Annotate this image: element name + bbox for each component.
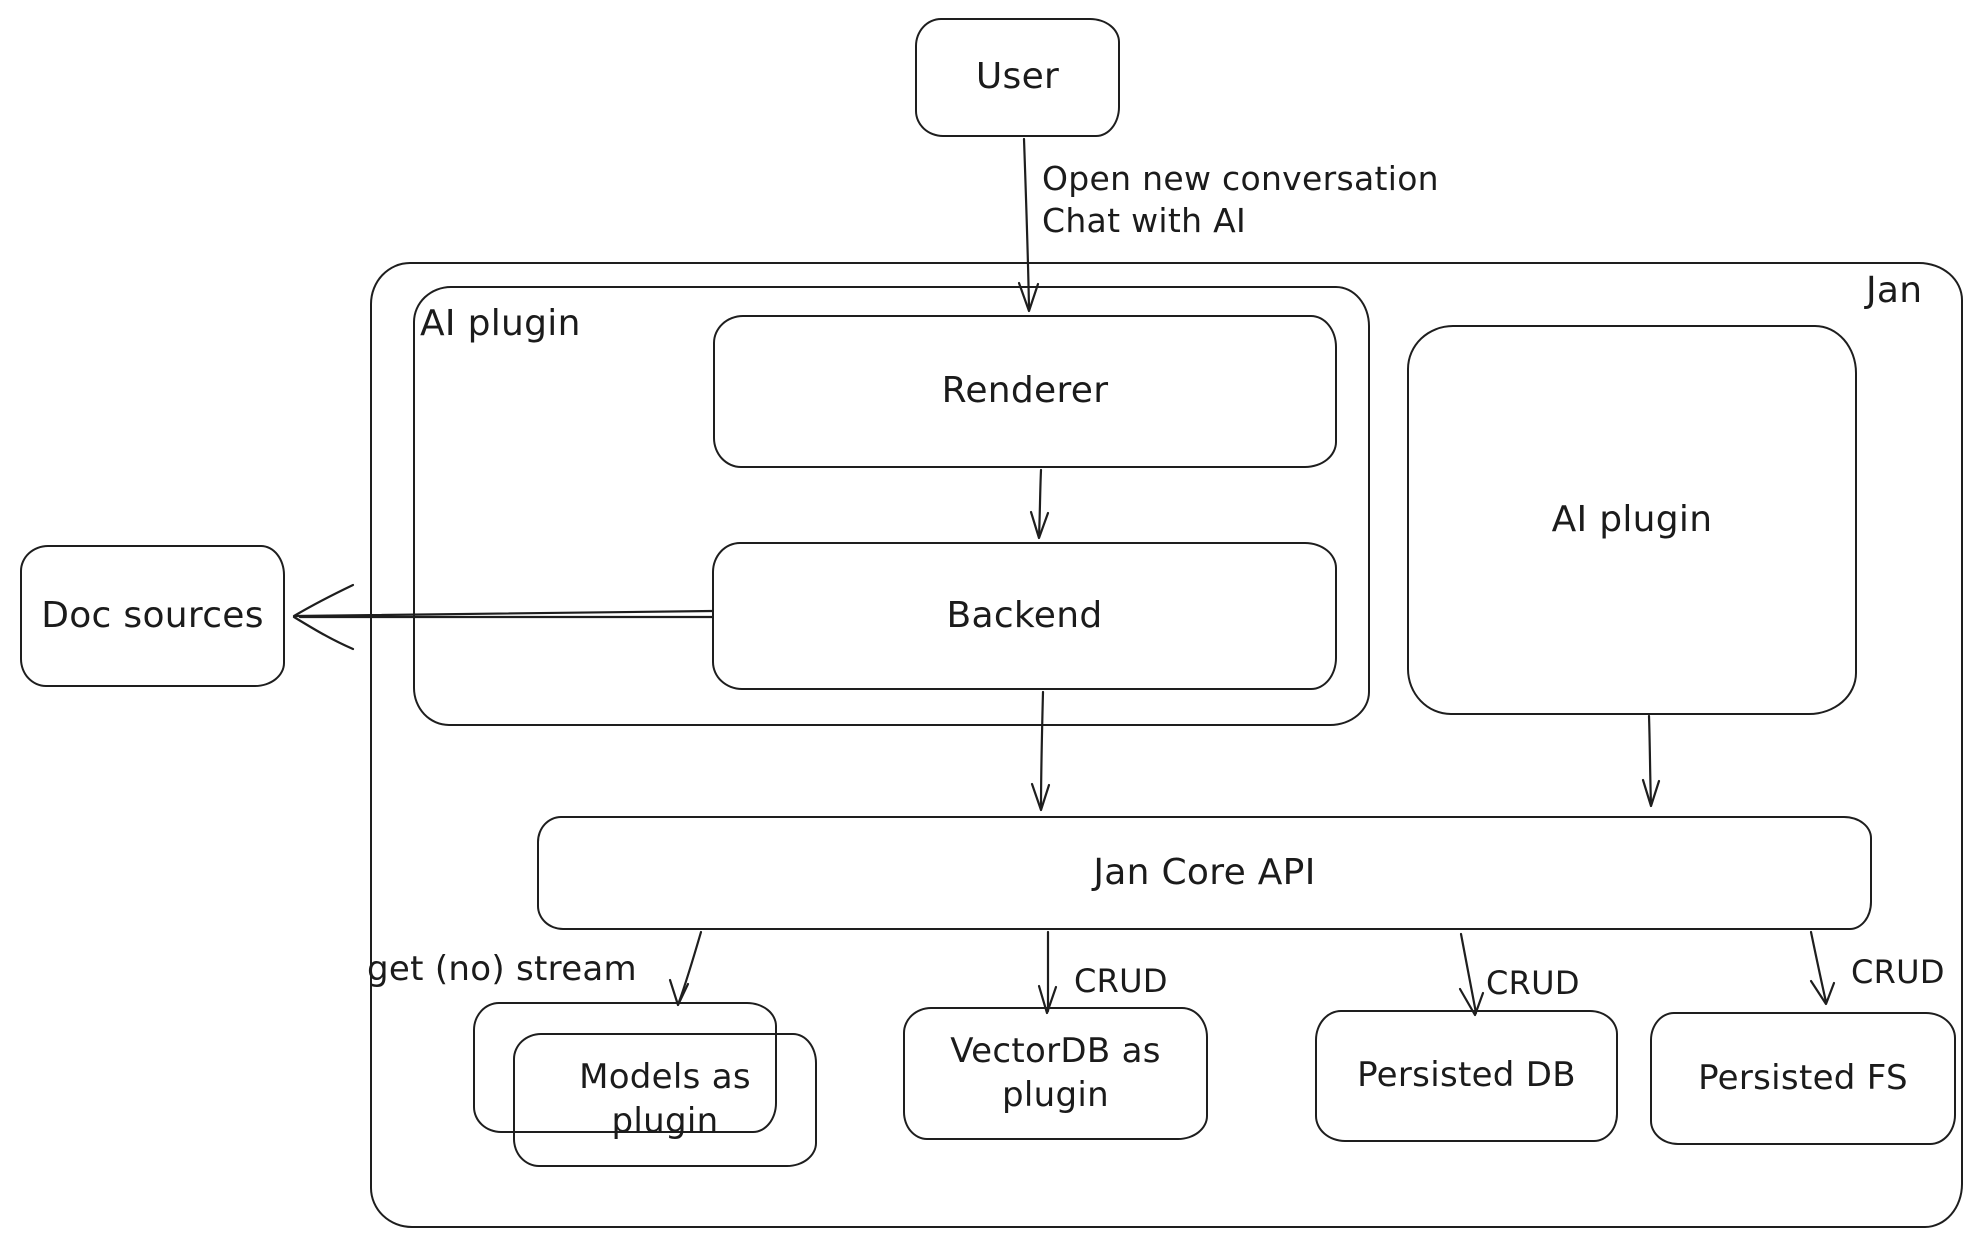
node-backend: Backend xyxy=(712,542,1337,690)
node-vectordb-plugin: VectorDB as plugin xyxy=(903,1007,1208,1140)
node-models-plugin: Models as plugin xyxy=(513,1033,817,1167)
node-vectordb-plugin-label: VectorDB as plugin xyxy=(950,1030,1161,1115)
node-renderer-label: Renderer xyxy=(941,370,1109,412)
edge-label-get-no-stream: get (no) stream xyxy=(367,949,637,989)
node-jan-core-api: Jan Core API xyxy=(537,816,1872,930)
node-renderer: Renderer xyxy=(713,315,1337,468)
node-models-plugin-label: Models as plugin xyxy=(579,1057,751,1141)
node-user: User xyxy=(915,18,1120,137)
node-user-label: User xyxy=(975,56,1060,98)
jan-container-label: Jan xyxy=(1866,270,1923,311)
ai-plugin-group-label: AI plugin xyxy=(420,303,581,344)
edge-label-user-to-renderer: Open new conversation Chat with AI xyxy=(1042,158,1439,242)
node-doc-sources-label: Doc sources xyxy=(41,594,264,636)
edge-label-line: Open new conversation xyxy=(1042,159,1439,198)
node-ai-plugin: AI plugin xyxy=(1407,325,1857,715)
edge-label-crud-vectordb: CRUD xyxy=(1074,962,1168,1000)
node-persisted-db-label: Persisted DB xyxy=(1357,1055,1576,1096)
node-models-plugin-back xyxy=(473,1002,777,1133)
edge-label-crud-persisted-db: CRUD xyxy=(1486,964,1580,1002)
node-jan-core-api-label: Jan Core API xyxy=(1093,851,1316,893)
node-persisted-db: Persisted DB xyxy=(1315,1010,1618,1142)
node-backend-label: Backend xyxy=(946,594,1103,636)
node-ai-plugin-label: AI plugin xyxy=(1551,498,1713,540)
edge-label-line: Chat with AI xyxy=(1042,201,1247,240)
node-persisted-fs-label: Persisted FS xyxy=(1698,1057,1908,1098)
node-persisted-fs: Persisted FS xyxy=(1650,1012,1956,1145)
edge-label-crud-persisted-fs: CRUD xyxy=(1851,953,1945,991)
arrowhead-backend-to-doc-sources xyxy=(292,583,355,618)
arrowhead-backend-to-doc-sources-2 xyxy=(292,615,355,651)
node-doc-sources: Doc sources xyxy=(20,545,285,687)
